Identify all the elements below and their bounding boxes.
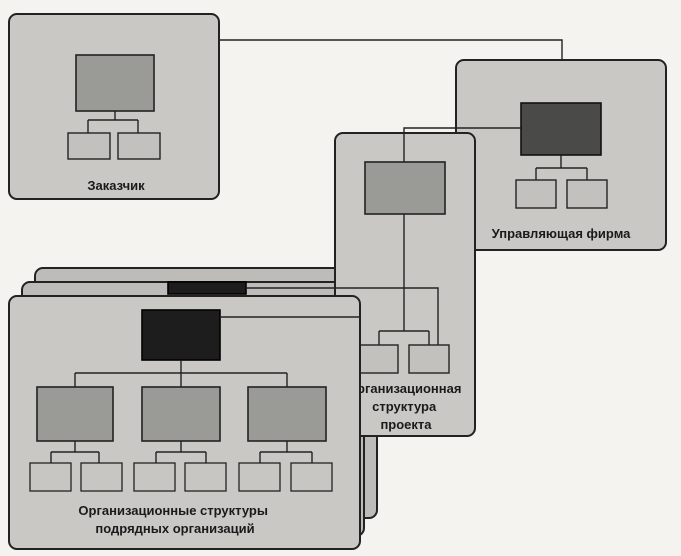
contractors-panel: Организационные структуры подрядных орга… — [8, 281, 439, 550]
contractor-leaf-box-4 — [184, 462, 227, 492]
management-project-link — [403, 127, 521, 162]
contractor-unit-2-connector — [155, 441, 207, 463]
project-sub-box-left — [357, 344, 399, 374]
contractor-unit-box-3 — [247, 386, 327, 442]
contractor-leaf-box-5 — [238, 462, 281, 492]
project-connector — [378, 214, 430, 345]
customer-panel: Заказчик — [8, 13, 220, 200]
customer-sub-box-right — [117, 132, 161, 160]
project-sub-box-right — [408, 344, 450, 374]
project-label-line-3: проекта — [380, 417, 432, 432]
project-contractor-link-back — [246, 287, 439, 345]
customer-label: Заказчик — [87, 178, 145, 193]
contractors-label-line-2: подрядных организаций — [95, 521, 254, 536]
customer-sub-box-left — [67, 132, 111, 160]
contractor-unit-box-1 — [36, 386, 114, 442]
project-panel: Организационная структура проекта — [334, 132, 476, 437]
contractor-head-box — [141, 309, 221, 361]
management-firm-panel: Управляющая фирма — [455, 59, 667, 251]
management-head-box — [520, 102, 602, 156]
contractor-leaf-box-6 — [290, 462, 333, 492]
contractor-unit-3-connector — [259, 441, 313, 463]
contractors-label: Организационные структуры подрядных орга… — [78, 503, 271, 536]
project-label-line-2: структура — [372, 399, 437, 414]
project-contractor-link-front — [220, 316, 361, 345]
contractor-leaf-box-1 — [29, 462, 72, 492]
customer-management-link — [219, 39, 563, 60]
contractor-unit-box-2 — [141, 386, 221, 442]
management-connector — [535, 155, 588, 180]
customer-head-box — [75, 54, 155, 112]
contractors-label-line-1: Организационные структуры — [78, 503, 268, 518]
management-sub-box-left — [515, 179, 557, 209]
management-label: Управляющая фирма — [492, 226, 632, 241]
contractor-leaf-box-3 — [133, 462, 176, 492]
contractor-back-head-box — [167, 281, 247, 295]
contractor-main-connector — [74, 360, 288, 387]
management-sub-box-right — [566, 179, 608, 209]
project-head-box — [364, 161, 446, 215]
contractor-leaf-box-2 — [80, 462, 123, 492]
project-label-line-1: Организационная — [347, 381, 462, 396]
customer-connector — [87, 111, 139, 133]
contractor-unit-1-connector — [50, 441, 100, 463]
project-label: Организационная структура проекта — [347, 381, 465, 432]
